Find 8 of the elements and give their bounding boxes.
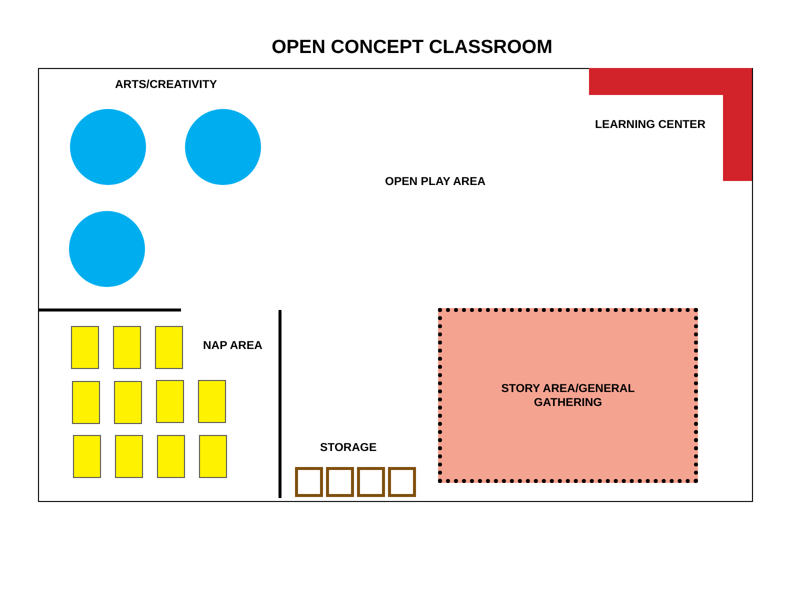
area-label: OPEN PLAY AREA [385,176,486,188]
story-area-rug [438,308,698,483]
area-label: ARTS/CREATIVITY [115,79,218,91]
area-label: STORY AREA/GENERAL GATHERING [500,382,636,410]
area-label: STORAGE [320,442,377,454]
area-label: NAP AREA [203,340,262,352]
area-label: LEARNING CENTER [595,119,706,131]
diagram-title: OPEN CONCEPT CLASSROOM [270,37,554,59]
